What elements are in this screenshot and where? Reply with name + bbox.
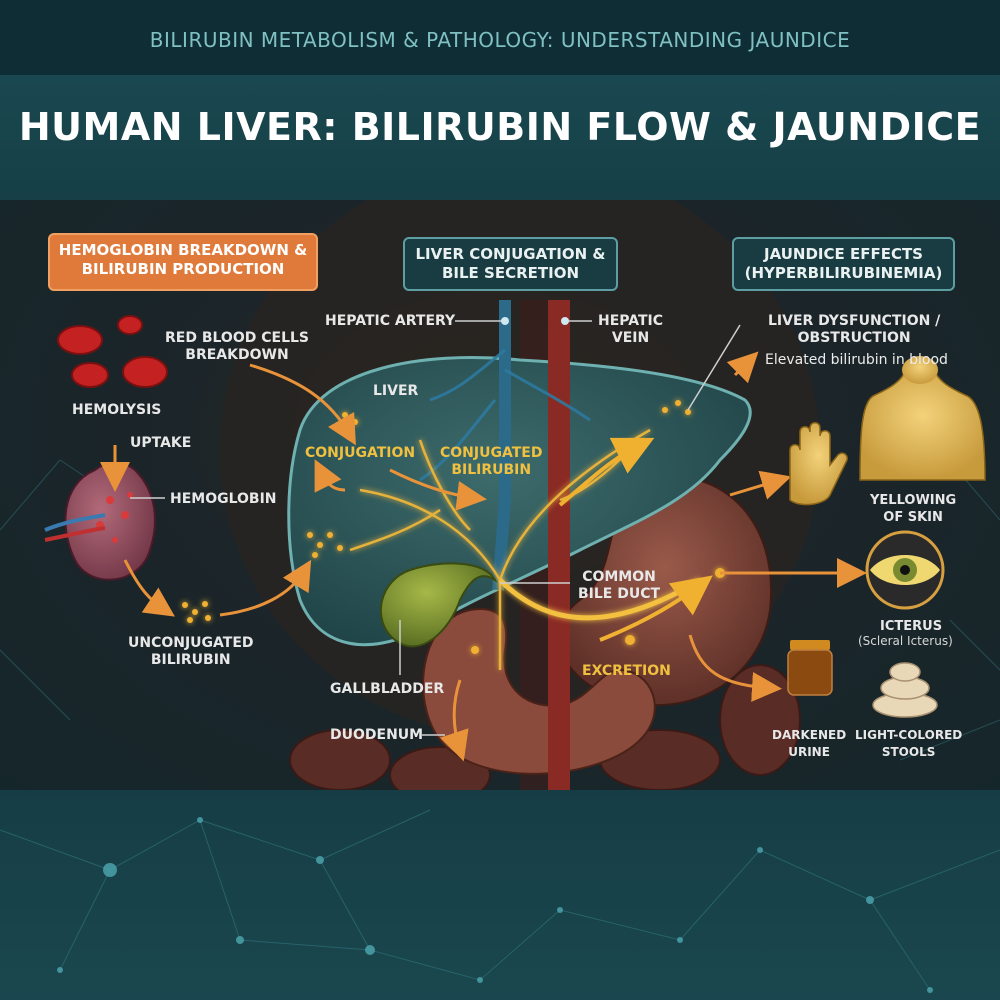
section-effects-line2: (HYPERBILIRUBINEMIA) — [744, 264, 943, 282]
liver-label: LIVER — [373, 383, 419, 399]
red-blood-cells — [57, 315, 168, 388]
urine-jar-icon — [787, 640, 833, 696]
unconjugated-bilirubin-label: UNCONJUGATED BILIRUBIN — [128, 635, 254, 669]
common-bile-duct-label: COMMON BILE DUCT — [578, 569, 660, 603]
scleral-icterus-label: (Scleral Icterus) — [858, 634, 953, 648]
conjugation-label: CONJUGATION — [305, 445, 416, 461]
hepatic-vein-line2: VEIN — [611, 330, 650, 346]
top-band — [0, 0, 1000, 75]
common-bile-duct-line2: BILE DUCT — [578, 586, 661, 602]
gallbladder-label: GALLBLADDER — [330, 681, 445, 697]
stool-icon — [872, 662, 938, 718]
rbc-line2: BREAKDOWN — [185, 347, 289, 363]
network-pattern — [0, 809, 1000, 993]
uptake-label: UPTAKE — [130, 435, 192, 451]
dysfunction-line2: OBSTRUCTION — [797, 330, 911, 346]
hepatic-vein-line1: HEPATIC — [598, 313, 664, 329]
conjugated-bilirubin-label: CONJUGATED BILIRUBIN — [440, 445, 542, 479]
title-band — [0, 75, 1000, 200]
hand-icon — [789, 422, 848, 506]
bottom-network-band — [0, 790, 1000, 1000]
duodenum-label: DUODENUM — [330, 727, 424, 743]
section-effects-badge: JAUNDICE EFFECTS (HYPERBILIRUBINEMIA) — [732, 237, 955, 291]
common-bile-duct-line1: COMMON — [582, 569, 656, 585]
stools-line2: STOOLS — [881, 745, 936, 759]
conjugated-line1: CONJUGATED — [440, 445, 543, 461]
yellowing-skin-label: YELLOWING OF SKIN — [870, 492, 956, 526]
light-stools-label: LIGHT-COLORED STOOLS — [855, 727, 962, 761]
rbc-line1: RED BLOOD CELLS — [165, 330, 309, 346]
rbc-breakdown-label: RED BLOOD CELLS BREAKDOWN — [165, 330, 309, 364]
anatomy-illustration: HEMOGLOBIN BREAKDOWN & BILIRUBIN PRODUCT… — [0, 200, 1000, 790]
unconjugated-line1: UNCONJUGATED — [128, 635, 254, 651]
liver-dysfunction-label: LIVER DYSFUNCTION / OBSTRUCTION — [768, 313, 940, 347]
elevated-bilirubin-label: Elevated bilirubin in blood — [765, 352, 948, 368]
network-background — [0, 449, 1000, 761]
section-effects-line1: JAUNDICE EFFECTS — [763, 245, 923, 263]
icterus-label: ICTERUS — [880, 619, 943, 634]
urine-line1: DARKENED — [772, 728, 847, 742]
section-production-line2: & BILIRUBIN PRODUCTION — [81, 241, 308, 278]
section-conjugation-badge: LIVER CONJUGATION & BILE SECRETION — [403, 237, 618, 291]
duodenum-shape — [422, 608, 656, 775]
unconjugated-line2: BILIRUBIN — [150, 652, 231, 668]
hepatic-artery-label: HEPATIC ARTERY — [325, 313, 456, 329]
excretion-label: EXCRETION — [582, 663, 671, 679]
section-conjugation-line1: LIVER CONJUGATION — [415, 245, 588, 263]
page-title: HUMAN LIVER: BILIRUBIN FLOW & JAUNDICE — [18, 105, 982, 149]
skin-line1: YELLOWING — [870, 493, 957, 508]
section-production-line1: HEMOGLOBIN BREAKDOWN — [58, 241, 289, 259]
gallbladder-shape — [379, 562, 498, 648]
anatomy-drawing — [0, 200, 1000, 790]
darkened-urine-label: DARKENED URINE — [772, 727, 846, 761]
section-conjugation-line2: & BILE SECRETION — [441, 245, 606, 282]
urine-line2: URINE — [788, 745, 830, 759]
stools-line1: LIGHT-COLORED — [855, 728, 963, 742]
torso-icon — [859, 371, 986, 481]
hepatic-vein — [548, 300, 570, 790]
page-supertitle: BILIRUBIN METABOLISM & PATHOLOGY: UNDERS… — [149, 28, 851, 52]
hepatic-artery — [492, 300, 511, 591]
skin-line2: OF SKIN — [883, 510, 943, 525]
hemolysis-label: HEMOLYSIS — [72, 402, 162, 418]
hepatic-vein-label: HEPATIC VEIN — [598, 313, 663, 347]
hemoglobin-label: HEMOGLOBIN — [170, 491, 277, 507]
dysfunction-line1: LIVER DYSFUNCTION / — [768, 313, 941, 329]
conjugated-line2: BILIRUBIN — [451, 462, 532, 478]
section-production-badge: HEMOGLOBIN BREAKDOWN & BILIRUBIN PRODUCT… — [48, 233, 318, 291]
